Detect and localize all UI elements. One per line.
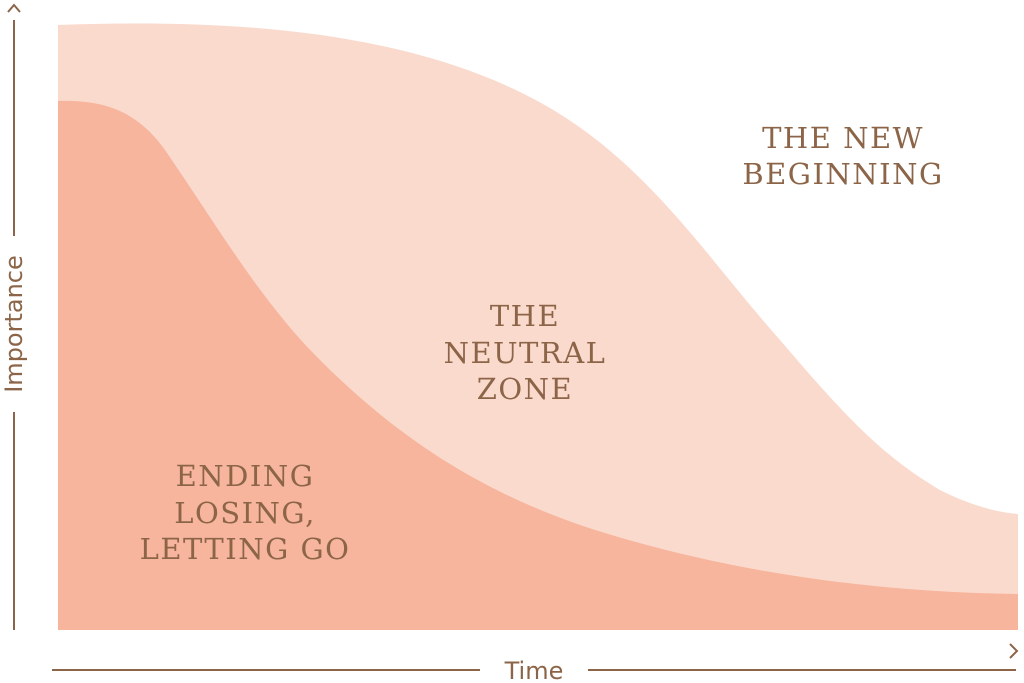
ending-zone-label: ENDING LOSING, LETTING GO [140,459,351,566]
new-beginning-label-line: THE NEW [762,121,924,155]
ending-zone-label-line: ENDING [176,459,315,493]
neutral-zone-label-line: NEUTRAL [444,336,607,370]
y-axis: Importance [0,3,28,630]
neutral-zone-label-line: ZONE [477,372,573,406]
y-axis-label: Importance [0,255,28,393]
x-axis: Time [52,643,1019,683]
new-beginning-label-line: BEGINNING [742,157,943,191]
x-axis-label: Time [504,657,564,683]
ending-zone-area [58,100,1018,630]
neutral-zone-label-line: THE [490,299,560,333]
y-axis-arrow-icon [7,3,21,13]
ending-zone-label-line: LETTING GO [140,532,351,566]
ending-zone-label-line: LOSING, [174,496,316,530]
x-axis-arrow-icon [1009,643,1019,659]
new-beginning-label: THE NEW BEGINNING [742,121,943,191]
neutral-zone-label: THE NEUTRAL ZONE [444,299,607,406]
